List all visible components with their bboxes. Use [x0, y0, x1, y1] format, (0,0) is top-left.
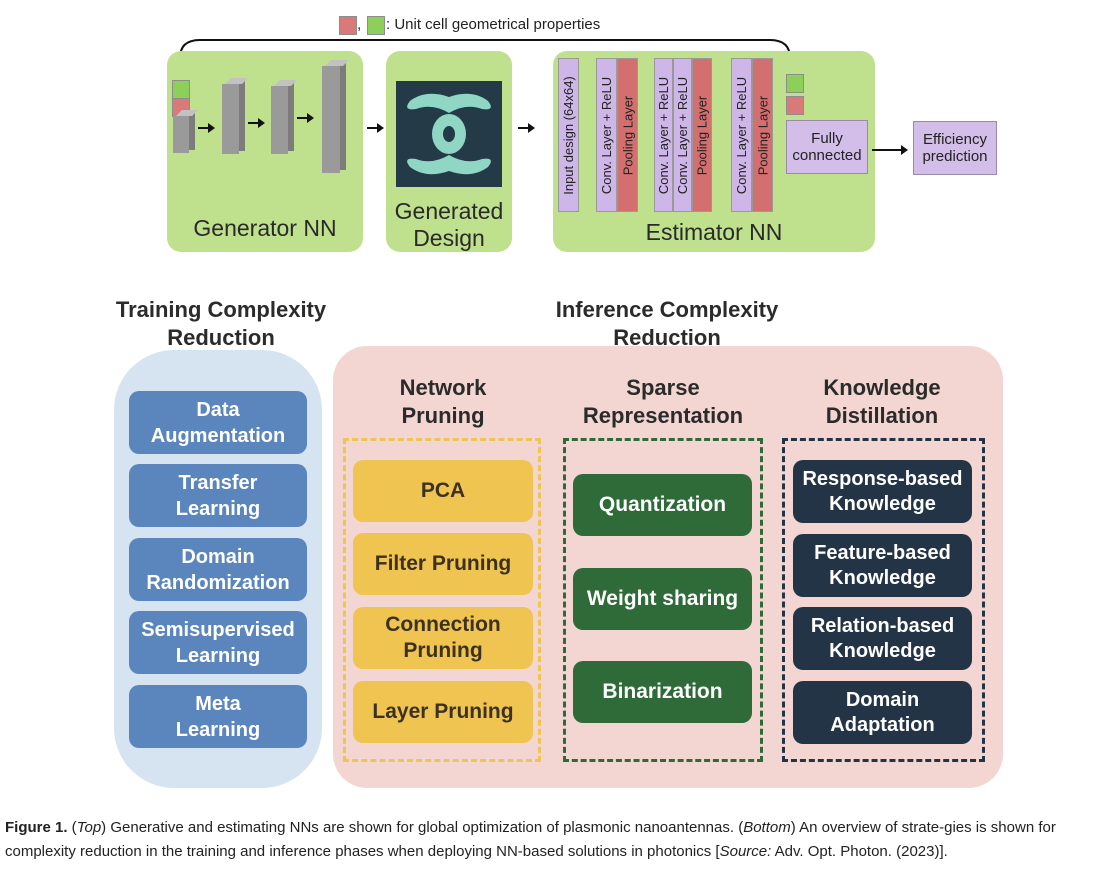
layer-pool-2: Pooling Layer: [692, 58, 712, 212]
layer-conv-1: Conv. Layer + ReLU: [596, 58, 617, 212]
generator-label: Generator NN: [193, 215, 337, 241]
sparse-item-quantization: Quantization: [573, 474, 752, 536]
layer-conv-2a: Conv. Layer + ReLU: [654, 58, 673, 212]
training-title: Training Complexity Reduction: [115, 297, 327, 350]
gen-arrow-2: [248, 118, 265, 128]
network-pruning-group: [343, 438, 541, 762]
sparse-representation-title: Sparse Representation: [582, 375, 744, 428]
network-pruning-title: Network Pruning: [399, 375, 487, 428]
pruning-item-filter-pruning: Filter Pruning: [353, 533, 533, 595]
generator-input-block: [173, 113, 195, 153]
arrow-to-efficiency: [872, 145, 908, 155]
generated-design-image: [396, 81, 502, 187]
gen-arrow-3: [297, 113, 314, 123]
gen-arrow-1: [198, 123, 215, 133]
caption-text-c: Adv. Opt. Photon. (2023)].: [771, 843, 948, 860]
layer-conv-3: Conv. Layer + ReLU: [731, 58, 752, 212]
arrow-to-estimator: [518, 123, 535, 133]
legend-green-square: [367, 16, 385, 35]
legend-text: : Unit cell geometrical properties: [386, 16, 601, 33]
knowledge-distillation-title: Knowledge Distillation: [823, 375, 941, 428]
sparse-representation-group: [563, 438, 763, 762]
layer-pool-1: Pooling Layer: [617, 58, 638, 212]
sparse-item-binarization: Binarization: [573, 661, 752, 723]
layer-pool-3: Pooling Layer: [752, 58, 773, 212]
generated-design-label-1: Generated: [394, 198, 504, 224]
caption-text-a: Generative and estimating NNs are shown …: [106, 819, 744, 836]
caption-top: Top: [76, 819, 102, 836]
estimator-label: Estimator NN: [645, 219, 783, 245]
layer-input-design: Input design (64x64): [558, 58, 579, 212]
pruning-item-pca: PCA: [353, 460, 533, 522]
generator-layer-1: [222, 81, 245, 154]
legend-red-square: [339, 16, 357, 35]
generator-layer-2: [271, 83, 294, 154]
legend-comma: ,: [357, 16, 362, 33]
generated-design-label-2: Design: [413, 225, 485, 251]
layer-conv-2b: Conv. Layer + ReLU: [673, 58, 692, 212]
pruning-item-layer-pruning: Layer Pruning: [353, 681, 533, 743]
generator-layer-3: [322, 63, 346, 173]
caption-text-b: ) An overview of strate-gies is shown fo…: [5, 819, 1056, 860]
generator-input-green: [172, 80, 190, 99]
estimator-green-square: [786, 74, 804, 93]
caption-bottom: Bottom: [743, 819, 791, 836]
sparse-item-weight-sharing: Weight sharing: [573, 568, 752, 630]
estimator-red-square: [786, 96, 804, 115]
caption-label: Figure 1.: [5, 819, 68, 836]
caption-source: Source:: [719, 843, 772, 860]
knowledge-distillation-group: [782, 438, 985, 762]
figure-caption: Figure 1. (Top) Generative and estimatin…: [5, 819, 1056, 860]
arrow-to-design: [367, 123, 384, 133]
inference-title: Inference Complexity Reduction: [555, 297, 779, 350]
